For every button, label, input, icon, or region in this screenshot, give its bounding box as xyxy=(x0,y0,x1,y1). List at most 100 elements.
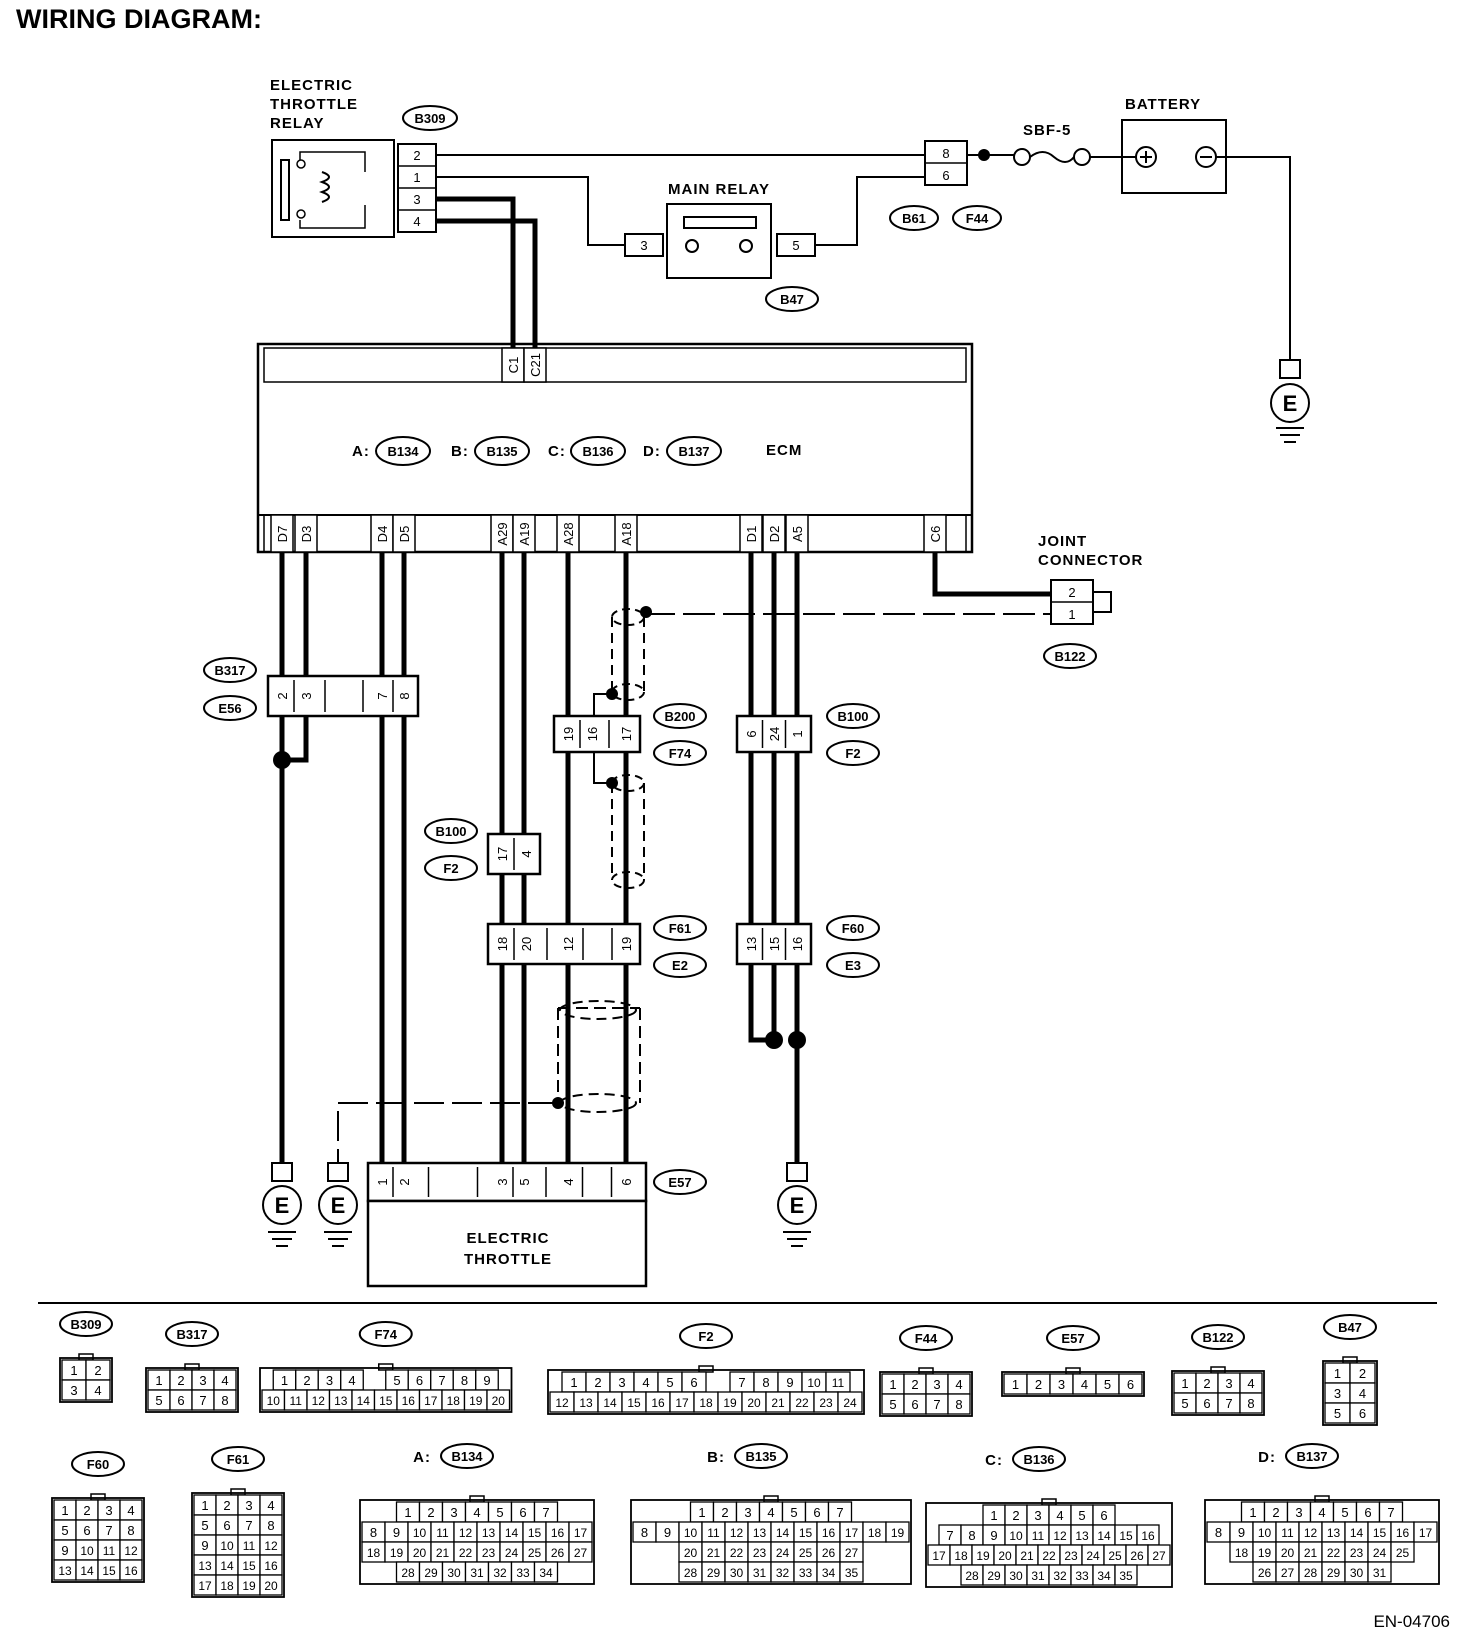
svg-text:2: 2 xyxy=(223,1498,230,1513)
battery: BATTERY xyxy=(1121,96,1227,194)
svg-text:12: 12 xyxy=(459,1526,473,1540)
svg-text:9: 9 xyxy=(61,1543,68,1558)
svg-text:23: 23 xyxy=(753,1546,767,1560)
svg-text:5: 5 xyxy=(1104,1377,1111,1392)
svg-text:11: 11 xyxy=(832,1376,845,1390)
battery-connector: 8 6 xyxy=(924,140,968,186)
svg-text:29: 29 xyxy=(707,1566,721,1580)
ecm-pin-label: A29 xyxy=(495,522,510,545)
svg-text:25: 25 xyxy=(1396,1546,1410,1560)
svg-text:B136: B136 xyxy=(582,444,613,459)
connector-view-badge: F44 xyxy=(899,1325,953,1351)
svg-text:18: 18 xyxy=(220,1579,234,1593)
page-title: WIRING DIAGRAM: xyxy=(16,4,262,34)
connector-badge-b61: B61 xyxy=(889,205,939,231)
ground-symbol: E xyxy=(262,1162,302,1247)
connector-badge-f2: F2 xyxy=(826,740,880,766)
svg-text:33: 33 xyxy=(1075,1569,1089,1583)
svg-text:9: 9 xyxy=(1238,1525,1245,1540)
svg-text:B135: B135 xyxy=(745,1449,776,1464)
svg-text:SBF-5: SBF-5 xyxy=(1023,122,1071,139)
svg-text:3: 3 xyxy=(450,1505,457,1520)
svg-text:23: 23 xyxy=(1064,1549,1078,1563)
svg-text:6: 6 xyxy=(519,1505,526,1520)
svg-text:B61: B61 xyxy=(902,211,926,226)
svg-text:13: 13 xyxy=(58,1564,72,1578)
svg-text:F61: F61 xyxy=(227,1452,249,1467)
harness-pin: 6 xyxy=(744,730,759,737)
ecm-pin-label: D1 xyxy=(744,526,759,543)
svg-text:19: 19 xyxy=(723,1396,737,1410)
svg-text:B122: B122 xyxy=(1054,649,1085,664)
svg-text:13: 13 xyxy=(753,1526,767,1540)
svg-text:11: 11 xyxy=(1032,1529,1045,1543)
svg-text:7: 7 xyxy=(738,1375,745,1390)
harness-pin: 7 xyxy=(375,692,390,699)
electric-throttle-relay: ELECTRIC THROTTLE RELAY 2 1 3 4 xyxy=(270,77,437,238)
svg-text:13: 13 xyxy=(482,1526,496,1540)
svg-text:1: 1 xyxy=(1249,1505,1256,1520)
svg-text:28: 28 xyxy=(684,1566,698,1580)
svg-text:2: 2 xyxy=(1272,1505,1279,1520)
svg-text:16: 16 xyxy=(124,1564,138,1578)
svg-text:B136: B136 xyxy=(1023,1452,1054,1467)
svg-text:3: 3 xyxy=(618,1375,625,1390)
svg-text:A:: A: xyxy=(413,1449,431,1466)
svg-text:24: 24 xyxy=(843,1396,857,1410)
svg-text:18: 18 xyxy=(699,1396,713,1410)
svg-text:9: 9 xyxy=(786,1375,793,1390)
svg-text:MAIN RELAY: MAIN RELAY xyxy=(668,181,770,198)
svg-text:5: 5 xyxy=(1181,1396,1188,1411)
svg-text:10: 10 xyxy=(267,1394,281,1408)
svg-text:6: 6 xyxy=(813,1505,820,1520)
svg-text:4: 4 xyxy=(1056,1508,1063,1523)
svg-text:1: 1 xyxy=(1334,1366,1341,1381)
svg-text:12: 12 xyxy=(312,1394,326,1408)
svg-text:2: 2 xyxy=(1035,1377,1042,1392)
svg-text:THROTTLE: THROTTLE xyxy=(270,96,358,113)
svg-text:F60: F60 xyxy=(842,921,864,936)
svg-text:CONNECTOR: CONNECTOR xyxy=(1038,552,1143,569)
svg-text:6: 6 xyxy=(177,1393,184,1408)
ecm: C1 C21 A: B134 B: B135 C: B136 D: B137 E… xyxy=(256,342,974,554)
svg-text:5: 5 xyxy=(790,1505,797,1520)
svg-text:6: 6 xyxy=(942,168,949,183)
svg-text:17: 17 xyxy=(198,1579,212,1593)
svg-text:20: 20 xyxy=(264,1579,278,1593)
connector-view-badge: F60 xyxy=(71,1451,125,1477)
svg-text:3: 3 xyxy=(744,1505,751,1520)
svg-text:B100: B100 xyxy=(837,709,868,724)
svg-text:E: E xyxy=(275,1193,290,1218)
svg-text:23: 23 xyxy=(819,1396,833,1410)
svg-text:30: 30 xyxy=(730,1566,744,1580)
harness-pin: 15 xyxy=(767,937,782,951)
relay-pin: 3 xyxy=(413,192,420,207)
svg-text:1: 1 xyxy=(1181,1376,1188,1391)
connector-badge-b47: B47 xyxy=(765,286,819,312)
svg-text:B47: B47 xyxy=(1338,1320,1362,1335)
svg-text:5: 5 xyxy=(1341,1505,1348,1520)
svg-text:ECM: ECM xyxy=(766,442,802,459)
svg-text:12: 12 xyxy=(264,1539,278,1553)
svg-text:5: 5 xyxy=(1078,1508,1085,1523)
svg-text:34: 34 xyxy=(539,1566,553,1580)
svg-text:16: 16 xyxy=(1396,1526,1410,1540)
svg-text:8: 8 xyxy=(127,1523,134,1538)
harness-pin: 2 xyxy=(275,692,290,699)
ecm-pin-label: C6 xyxy=(928,526,943,543)
svg-text:27: 27 xyxy=(574,1546,588,1560)
svg-text:E56: E56 xyxy=(218,701,241,716)
svg-text:14: 14 xyxy=(505,1526,519,1540)
svg-text:5: 5 xyxy=(889,1397,896,1412)
svg-text:22: 22 xyxy=(459,1546,473,1560)
svg-text:15: 15 xyxy=(242,1559,256,1573)
relay-pin: 2 xyxy=(413,148,420,163)
svg-text:17: 17 xyxy=(845,1526,859,1540)
svg-text:13: 13 xyxy=(579,1396,593,1410)
svg-text:6: 6 xyxy=(83,1523,90,1538)
